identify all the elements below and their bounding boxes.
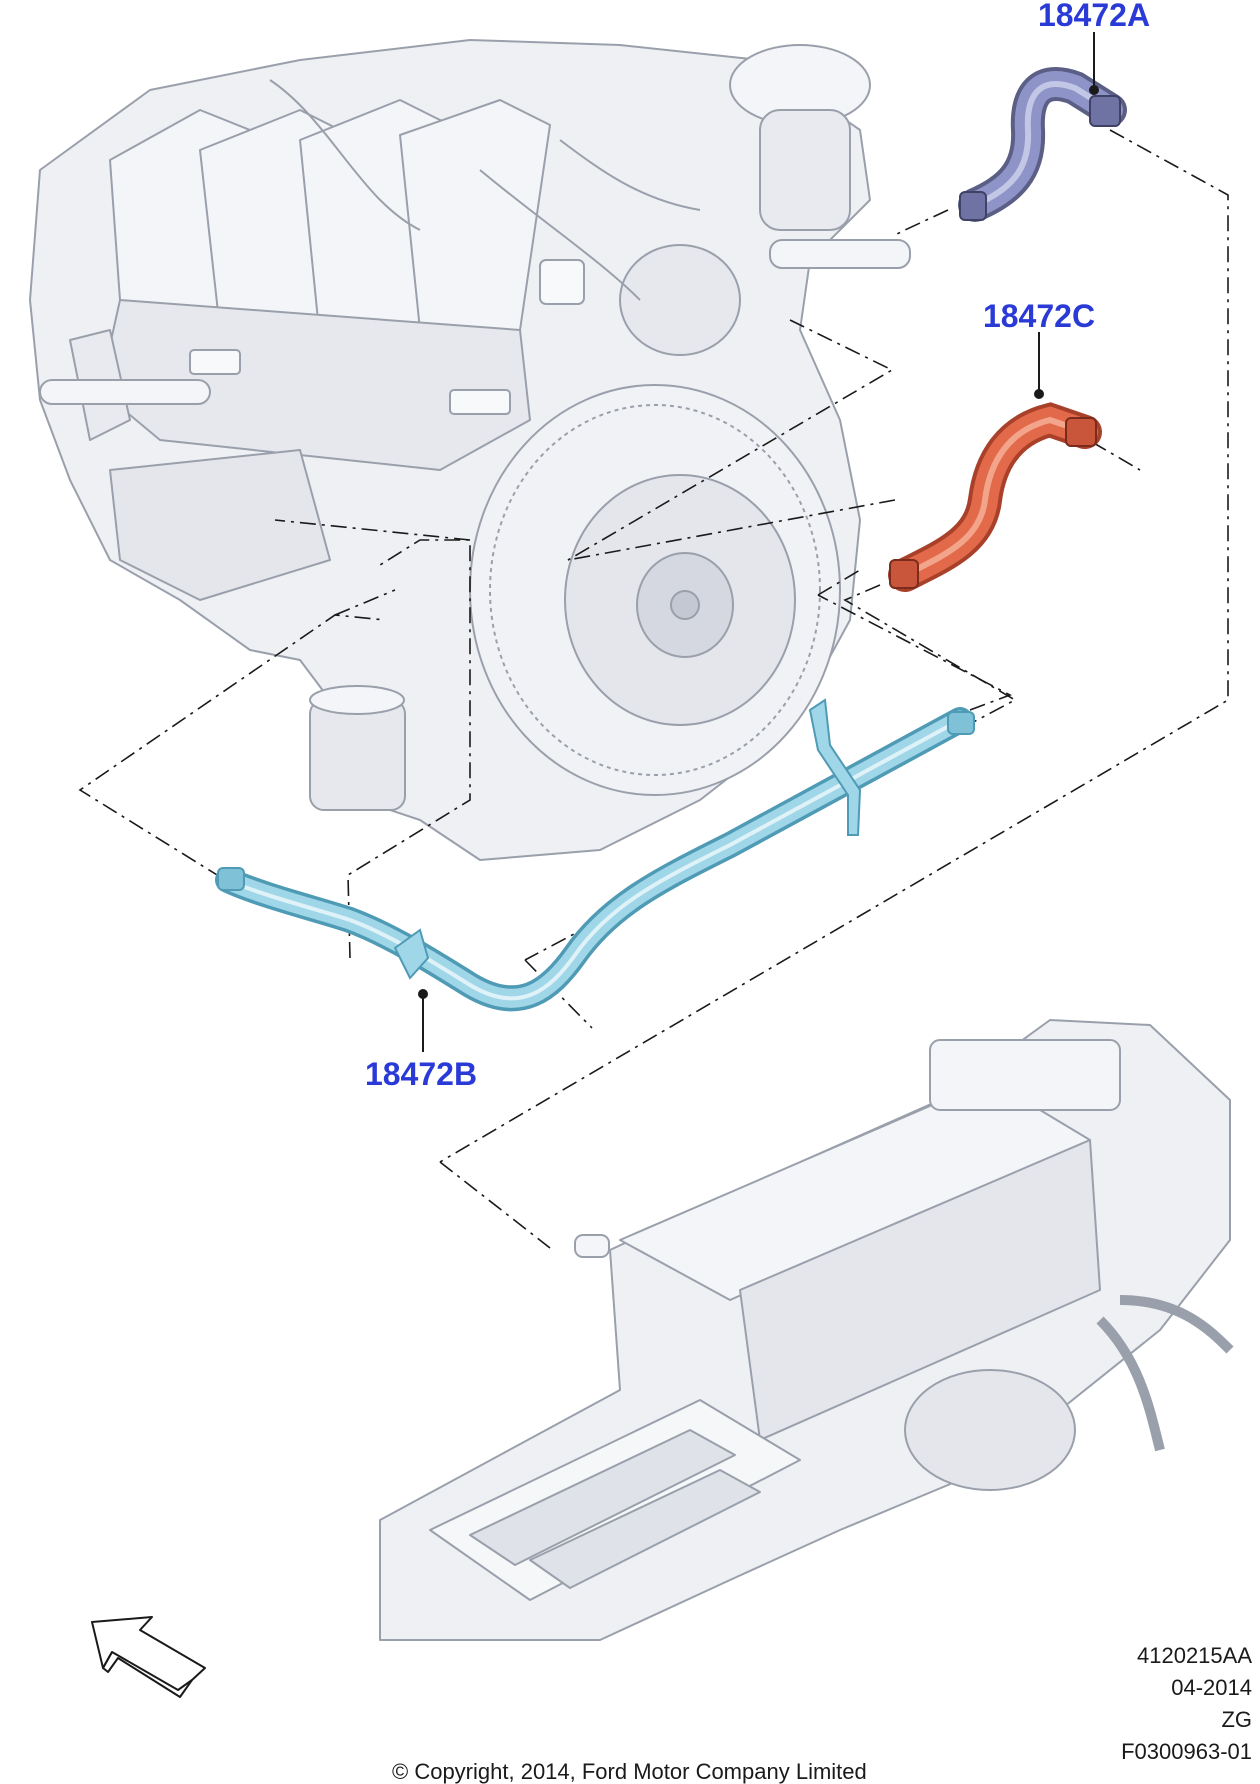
callout-18472c: 18472C: [983, 298, 1095, 334]
callout-18472a: 18472A: [1038, 0, 1150, 33]
assembly-dash-lines: [78, 129, 1229, 1249]
callout-18472b: 18472B: [365, 1056, 477, 1092]
view-direction-arrow-icon: [91, 1616, 206, 1698]
illustration-id: 4120215AA: [1137, 1643, 1252, 1668]
heater-core-housing: [379, 1019, 1234, 1641]
engine-assembly: [29, 39, 911, 861]
illustration-date: 04-2014: [1171, 1675, 1252, 1700]
heater-hose-18472b: [215, 698, 975, 1012]
figure-number: F0300963-01: [1121, 1739, 1252, 1764]
heater-hose-18472c: [888, 402, 1102, 592]
illustration-meta: 4120215AA 04-2014 ZG F0300963-01: [1032, 1640, 1252, 1768]
copyright-notice: © Copyright, 2014, Ford Motor Company Li…: [392, 1759, 867, 1784]
heater-hose-18472a: [958, 67, 1127, 222]
callout-leaders: [418, 32, 1099, 1052]
illustration-code: ZG: [1221, 1707, 1252, 1732]
